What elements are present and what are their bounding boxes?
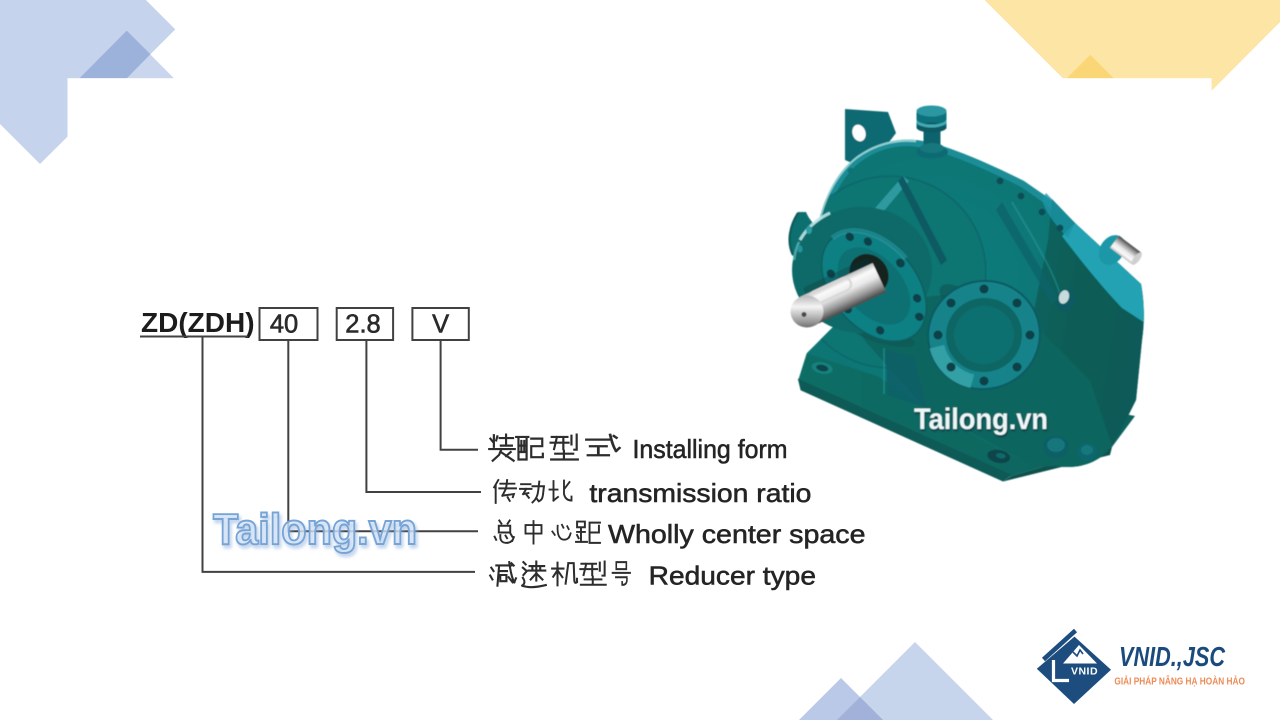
svg-text:transmission ratio: transmission ratio	[589, 478, 811, 508]
svg-text:40: 40	[270, 311, 298, 339]
svg-text:Tailong.vn: Tailong.vn	[914, 403, 1048, 436]
svg-text:Installing form: Installing form	[633, 434, 788, 464]
svg-text:2.8: 2.8	[345, 311, 380, 339]
svg-text:VNID: VNID	[1071, 666, 1098, 678]
svg-text:Tailong.vn: Tailong.vn	[213, 506, 417, 554]
svg-text:Wholly center space: Wholly center space	[608, 519, 866, 549]
svg-text:V: V	[432, 311, 449, 339]
svg-text:VNID.,JSC: VNID.,JSC	[1119, 641, 1226, 672]
svg-text:GIẢI PHÁP NÂNG HẠ HOÀN HẢO: GIẢI PHÁP NÂNG HẠ HOÀN HẢO	[1114, 675, 1245, 688]
svg-text:Reducer type: Reducer type	[649, 561, 816, 591]
svg-text:ZD(ZDH): ZD(ZDH)	[141, 307, 255, 338]
